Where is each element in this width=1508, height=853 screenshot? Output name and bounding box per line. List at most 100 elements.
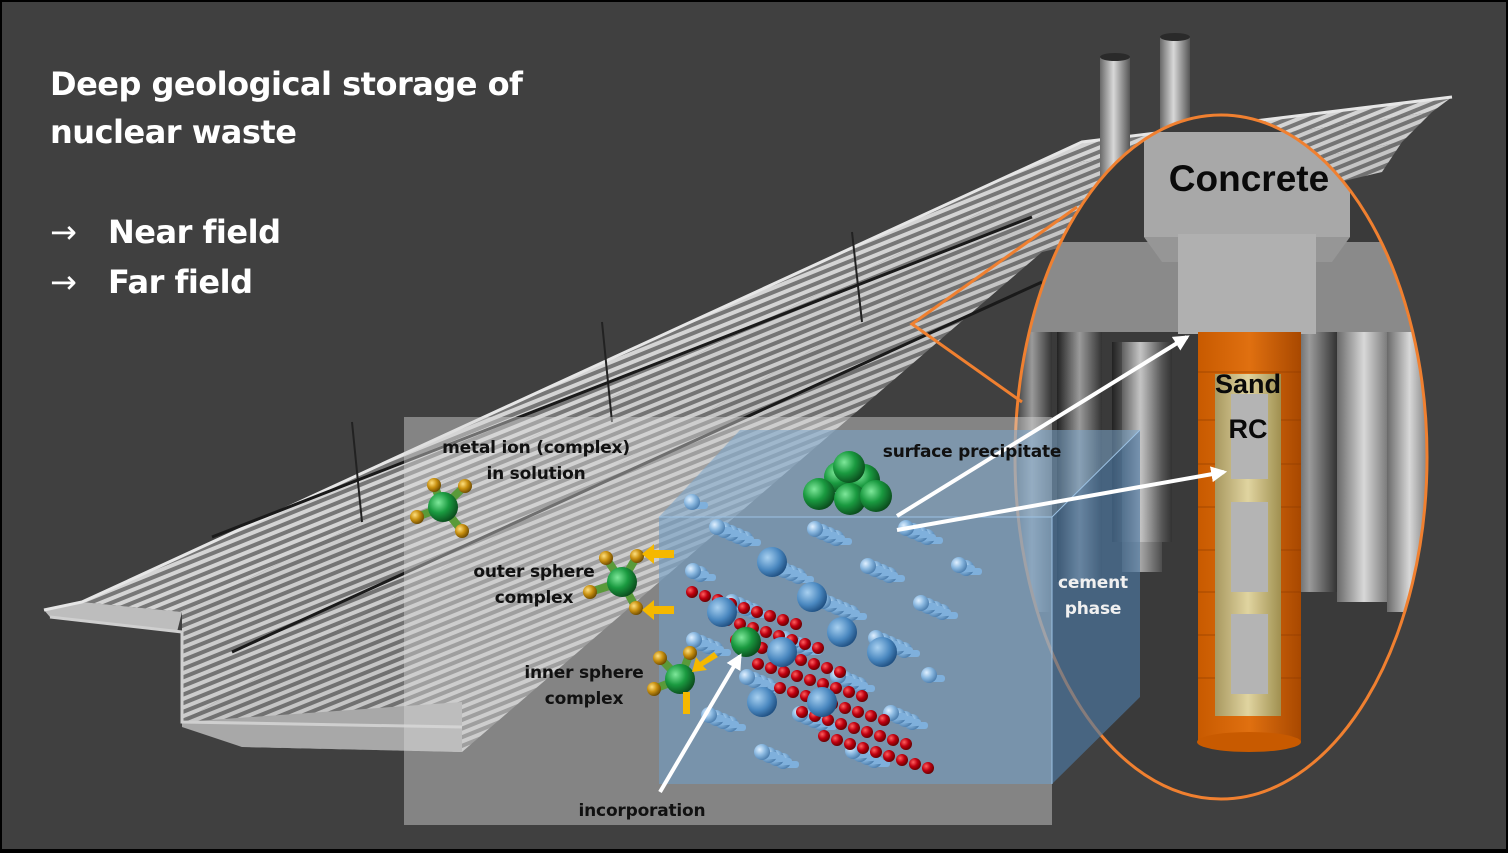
arrow-right-icon: → [50,263,77,301]
label-outer-sphere: outer sphere complex [464,559,604,611]
page-title: Deep geological storage of nuclear waste [50,60,523,156]
oxygen-atom [874,730,886,742]
oxygen-atom [774,682,786,694]
oxygen-atom [777,614,789,626]
lattice-cation [707,597,737,627]
bullet-near-field: → Near field [50,207,281,257]
label-rc: RC [1228,414,1268,444]
lattice-cation [797,582,827,612]
crystal-lattice [684,494,982,774]
label-inner-sphere: inner sphere complex [514,660,654,712]
oxygen-atom [843,686,855,698]
bullet-label: Near field [108,213,281,251]
oxygen-atom [808,658,820,670]
oxygen-atom [817,678,829,690]
oxygen-atom [861,726,873,738]
lattice-atom [685,563,701,579]
oxygen-atom [844,738,856,750]
oxygen-atom [821,662,833,674]
label-metal-ion: metal ion (complex) in solution [434,435,638,487]
lattice-atom [686,632,702,648]
ligand-atom [647,682,661,696]
label-line: metal ion (complex) [442,438,630,458]
label-surface-precipitate: surface precipitate [882,442,1062,462]
ligand-atom [653,651,667,665]
arrow-right-icon: → [50,213,77,251]
bullet-label: Far field [108,263,253,301]
oxygen-atom [865,710,877,722]
ligand-atom [455,524,469,538]
lattice-atom [709,519,725,535]
ligand-atom [683,646,697,660]
oxygen-atom [760,626,772,638]
oxygen-atom [790,618,802,630]
oxygen-atom [878,714,890,726]
metal-ion [607,567,637,597]
oxygen-atom [883,750,895,762]
oxygen-atom [765,662,777,674]
oxygen-atom [896,754,908,766]
oxygen-atom [787,686,799,698]
oxygen-atom [922,762,934,774]
surface-precipitate-cluster [803,451,892,515]
lattice-cation [757,547,787,577]
title-line-1: Deep geological storage of [50,65,523,103]
oxygen-atom [852,706,864,718]
ligand-atom [427,478,441,492]
oxygen-atom [887,734,899,746]
oxygen-atom [835,718,847,730]
oxygen-atom [751,606,763,618]
oxygen-atom [900,738,912,750]
ligand-atom [629,601,643,615]
oxygen-atom [818,730,830,742]
metal-ion [665,664,695,694]
oxygen-atom [778,666,790,678]
cement-phase-block [659,429,1141,784]
oxygen-atom [791,670,803,682]
ligand-atom [599,551,613,565]
metal-ion-in-solution [410,478,472,538]
oxygen-atom [699,590,711,602]
pointer-arrows [658,335,1228,794]
oxygen-atom [799,638,811,650]
label-concrete: Concrete [1168,158,1330,199]
bullet-list: → Near field → Far field [50,207,281,307]
lattice-atom [921,667,937,683]
label-line: inner sphere [524,663,644,683]
label-line: phase [1064,599,1122,619]
oxygen-atom [856,690,868,702]
ligand-atom [630,549,644,563]
label-line: complex [494,588,574,608]
lattice-atom [807,521,823,537]
lattice-atom [860,558,876,574]
oxygen-atom [752,658,764,670]
label-line: complex [544,689,624,709]
oxygen-atom [686,586,698,598]
oxygen-atom [830,682,842,694]
oxygen-atom [738,602,750,614]
lattice-cation [867,637,897,667]
sorption-arrows [642,544,718,714]
lattice-atom [951,557,967,573]
label-sand: Sand [1214,369,1281,399]
oxygen-atom [831,734,843,746]
incorporated-ion [731,627,761,657]
title-line-2: nuclear waste [50,113,297,151]
inner-sphere-complex [647,646,697,696]
lattice-cation [807,687,837,717]
label-line: outer sphere [473,562,595,582]
lattice-atom [739,669,755,685]
oxygen-atom [857,742,869,754]
oxygen-atom [812,642,824,654]
ligand-atom [583,585,597,599]
oxygen-atom [834,666,846,678]
oxygen-atom [870,746,882,758]
lattice-atom [684,494,700,510]
oxygen-atom [764,610,776,622]
lattice-atom [913,595,929,611]
oxygen-atom [734,618,746,630]
label-cement-phase: cement phase [1050,570,1136,622]
oxygen-atom [848,722,860,734]
near-field-zoom [909,113,1429,801]
